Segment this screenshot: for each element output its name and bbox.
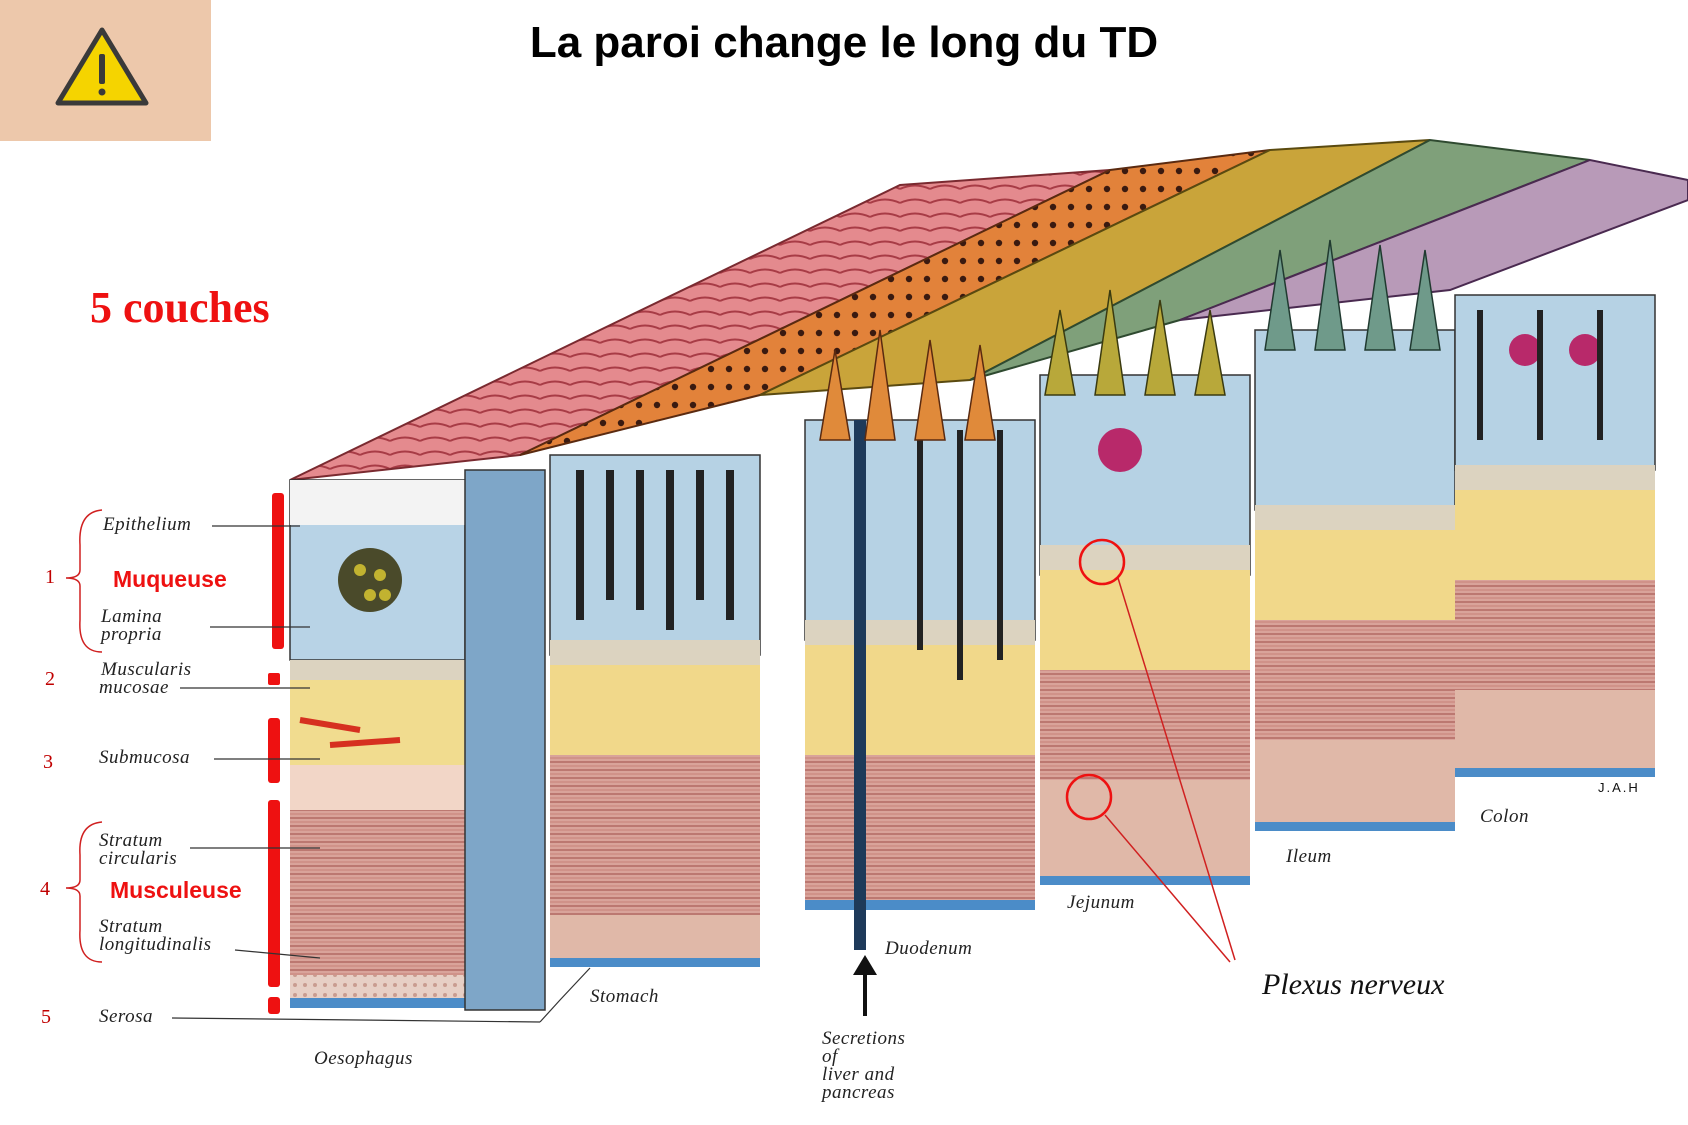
layer-number-2: 2 (45, 668, 55, 690)
label-stratum-longitudinalis-line2: longitudinalis (99, 934, 212, 955)
colon-block (1454, 294, 1656, 777)
layer-number-4: 4 (40, 878, 50, 900)
label-oesophagus: Oesophagus (314, 1048, 413, 1069)
warning-panel (0, 0, 211, 141)
label-stratum-longitudinalis-line1: Stratum (99, 916, 163, 937)
label-colon: Colon (1480, 806, 1529, 827)
label-plexus-nerveux: Plexus nerveux (1262, 968, 1445, 1001)
label-muscularis-mucosae-line2: mucosae (99, 677, 169, 698)
secretions-line2: of (822, 1046, 838, 1067)
label-stratum-circularis-line1: Stratum (99, 830, 163, 851)
duodenum-block (804, 329, 1036, 950)
label-lamina-propria-line2: propria (101, 624, 162, 645)
label-lamina-propria-line1: Lamina (101, 606, 163, 627)
label-serosa: Serosa (99, 1006, 154, 1027)
label-stomach: Stomach (590, 986, 659, 1007)
layer-number-5: 5 (41, 1006, 51, 1028)
secretions-line3: liver and (822, 1064, 895, 1085)
layer-number-3: 3 (43, 751, 53, 773)
jejunum-block (1039, 289, 1251, 885)
label-submucosa: Submucosa (99, 747, 191, 768)
label-musculeuse: Musculeuse (110, 877, 242, 903)
artist-signature: J.A.H (1598, 780, 1640, 795)
label-duodenum: Duodenum (885, 938, 973, 959)
label-epithelium: Epithelium (103, 514, 192, 535)
warning-icon (55, 27, 149, 106)
label-stratum-circularis-line2: circularis (99, 848, 178, 869)
secretions-line4: pancreas (822, 1082, 895, 1103)
label-muscularis-mucosae-line1: Muscularis (101, 659, 192, 680)
oesophagus-block (289, 469, 546, 1011)
stomach-block (549, 454, 761, 967)
label-muqueuse: Muqueuse (113, 566, 227, 592)
layer-count-label: 5 couches (90, 283, 270, 332)
label-jejunum: Jejunum (1067, 892, 1135, 913)
ileum-block (1254, 239, 1456, 831)
secretions-line1: Secretions (822, 1028, 906, 1049)
layer-number-1: 1 (45, 566, 55, 588)
page-title: La paroi change le long du TD (529, 18, 1159, 67)
label-ileum: Ileum (1286, 846, 1332, 867)
